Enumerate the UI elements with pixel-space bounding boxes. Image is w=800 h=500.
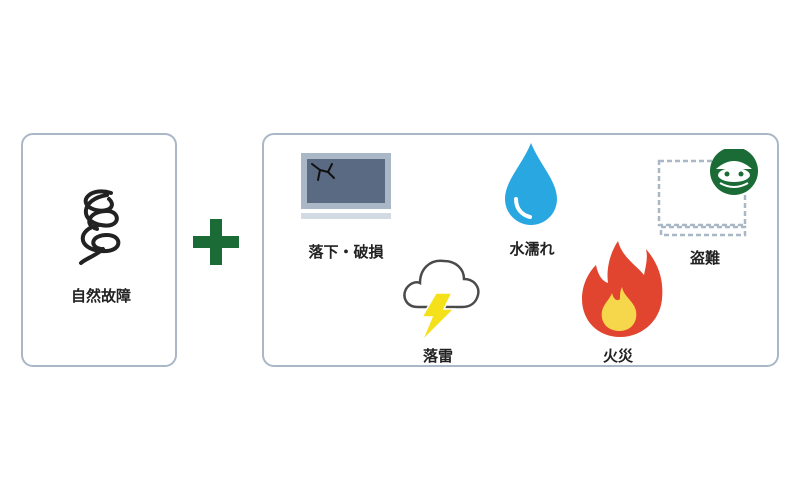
accident-coverage-box: 落下・破損 水濡れ 盗難 落雷 火災 <box>262 133 779 367</box>
drop-damage-label: 落下・破損 <box>308 243 384 261</box>
natural-failure-label: 自然故障 <box>70 287 132 305</box>
water-damage-label: 水濡れ <box>509 240 555 258</box>
lightning-cloud-icon <box>403 259 480 342</box>
fire-label: 火災 <box>602 347 634 365</box>
spring-icon <box>79 189 121 265</box>
cracked-screen-icon <box>301 153 391 219</box>
theft-label: 盗難 <box>689 249 721 267</box>
plus-icon <box>193 219 239 265</box>
lightning-label: 落雷 <box>422 347 454 365</box>
fire-icon <box>582 241 663 337</box>
thief-icon <box>657 149 758 237</box>
water-drop-icon <box>505 143 557 225</box>
natural-failure-box: 自然故障 <box>21 133 177 367</box>
